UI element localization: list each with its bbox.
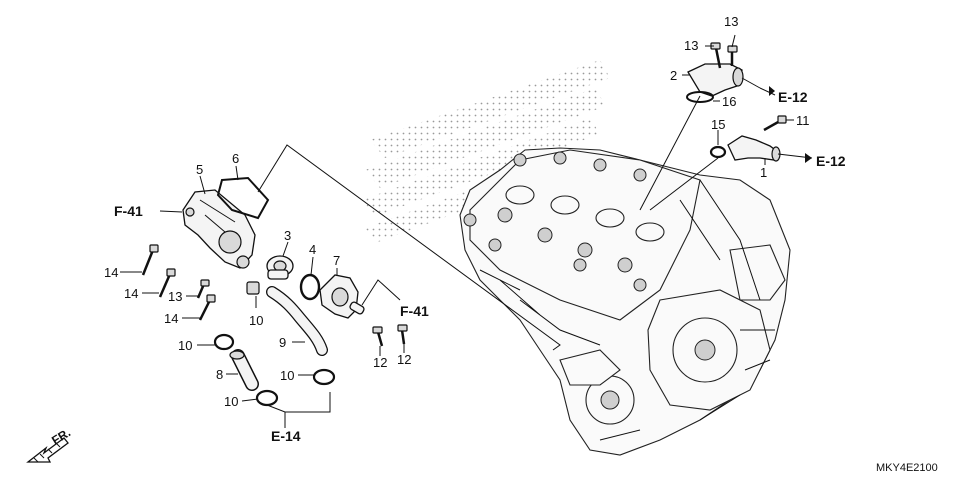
part-6-gasket bbox=[216, 176, 270, 220]
callout-3: 3 bbox=[284, 228, 291, 243]
reference-e12-top: E-12 bbox=[778, 89, 808, 105]
callout-4: 4 bbox=[309, 242, 316, 257]
part-11-bolt bbox=[763, 115, 787, 132]
part-16-o-ring bbox=[686, 91, 714, 103]
front-arrow-hatch bbox=[33, 442, 61, 463]
callout-8: 8 bbox=[216, 367, 223, 382]
part-14-bolt-c bbox=[198, 294, 216, 321]
front-indicator-label: FR. bbox=[49, 425, 73, 447]
part-13-bolt-left bbox=[196, 279, 210, 299]
callout-5: 5 bbox=[196, 162, 203, 177]
reference-arrows bbox=[769, 86, 812, 163]
callout-1: 1 bbox=[760, 165, 767, 180]
callout-10: 10 bbox=[280, 368, 294, 383]
engine-block bbox=[459, 147, 791, 456]
front-arrow bbox=[26, 437, 69, 463]
part-15-o-ring bbox=[709, 145, 727, 159]
part-1-water-pipe bbox=[727, 135, 781, 162]
callout-2: 2 bbox=[670, 68, 677, 83]
diagram-code: MKY4E2100 bbox=[876, 462, 938, 474]
callout-10: 10 bbox=[178, 338, 192, 353]
leader-lines bbox=[120, 34, 813, 428]
callout-13: 13 bbox=[684, 38, 698, 53]
callout-12: 12 bbox=[397, 352, 411, 367]
callout-14: 14 bbox=[124, 286, 138, 301]
callout-13: 13 bbox=[168, 289, 182, 304]
callout-14: 14 bbox=[164, 311, 178, 326]
reference-e12-mid: E-12 bbox=[816, 153, 846, 169]
callout-12: 12 bbox=[373, 355, 387, 370]
spark-plug-wells bbox=[505, 185, 665, 242]
callout-10: 10 bbox=[224, 394, 238, 409]
callout-7: 7 bbox=[333, 253, 340, 268]
part-9-hose bbox=[266, 286, 328, 356]
part-10-clamp-b bbox=[213, 333, 235, 351]
callout-14: 14 bbox=[104, 265, 118, 280]
part-4-o-ring bbox=[299, 273, 321, 301]
reference-e14: E-14 bbox=[271, 428, 301, 444]
reference-f41-left: F-41 bbox=[114, 203, 143, 219]
part-5-thermostat-housing bbox=[182, 189, 256, 269]
part-10-clamp-d bbox=[255, 389, 279, 407]
cam-cover-bolts bbox=[463, 151, 647, 292]
reference-f41-right: F-41 bbox=[400, 303, 429, 319]
part-14-bolt-a bbox=[141, 244, 159, 276]
callout-10: 10 bbox=[249, 313, 263, 328]
callout-16: 16 bbox=[722, 94, 736, 109]
callout-15: 15 bbox=[711, 117, 725, 132]
part-10-clamp-c bbox=[312, 368, 336, 386]
callout-11: 11 bbox=[796, 113, 810, 128]
part-10-clamp-a bbox=[246, 281, 260, 295]
part-12-bolt-a bbox=[372, 326, 384, 347]
part-3-thermostat bbox=[266, 255, 294, 280]
part-14-bolt-b bbox=[158, 268, 176, 298]
callout-9: 9 bbox=[279, 335, 286, 350]
callout-6: 6 bbox=[232, 151, 239, 166]
part-8-hose bbox=[229, 349, 259, 391]
part-12-bolt-b bbox=[397, 324, 408, 345]
part-2-outlet-joint bbox=[687, 63, 744, 97]
part-7-thermostat-cover bbox=[319, 274, 365, 319]
callout-13: 13 bbox=[724, 14, 738, 29]
